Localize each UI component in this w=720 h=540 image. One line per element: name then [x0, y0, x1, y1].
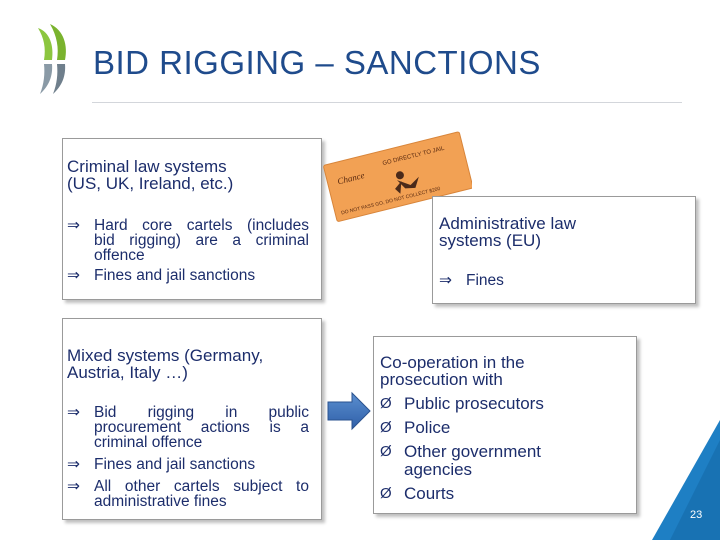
bullet-line: Fines and jail sanctions: [94, 267, 256, 284]
implies-arrow-icon: ⇒: [67, 217, 80, 234]
coop-item-line: Courts: [404, 484, 455, 503]
admin-bullet: ⇒ Fines: [439, 272, 679, 289]
implies-arrow-icon: ⇒: [67, 404, 80, 421]
bullet-line: bid rigging) are a criminal: [94, 232, 309, 249]
mixed-bullet: ⇒ Bid rigging in public procurement acti…: [67, 404, 309, 451]
bullet-line: Fines and jail sanctions: [94, 456, 256, 473]
mixed-bullet: ⇒ All other cartels subject to administr…: [67, 478, 309, 510]
coop-item: Ø Police: [380, 419, 630, 437]
criminal-law-box: Criminal law systems (US, UK, Ireland, e…: [62, 138, 322, 300]
bullet-line: criminal offence: [94, 434, 203, 451]
coop-heading-line: Co-operation in the: [380, 353, 525, 372]
arrow-bullet-icon: Ø: [380, 395, 392, 412]
arrow-bullet-icon: Ø: [380, 419, 392, 436]
coop-heading-line: prosecution with: [380, 370, 503, 389]
oecd-logo: [38, 24, 66, 94]
implies-arrow-icon: ⇒: [67, 267, 80, 284]
mixed-heading-line: Austria, Italy …): [67, 363, 188, 382]
coop-item-line: Police: [404, 418, 451, 437]
bullet-line: Bid rigging in public: [94, 404, 309, 421]
bullet-line: All other cartels subject to: [94, 478, 309, 495]
criminal-bullet: ⇒ Fines and jail sanctions: [67, 267, 309, 284]
arrow-bullet-icon: Ø: [380, 485, 392, 502]
coop-item-line: agencies: [404, 460, 473, 479]
implies-arrow-icon: ⇒: [439, 272, 452, 289]
mixed-systems-box: Mixed systems (Germany, Austria, Italy ……: [62, 318, 322, 520]
coop-item-line: Public prosecutors: [404, 394, 544, 413]
cooperation-box: Co-operation in the prosecution with Ø P…: [373, 336, 637, 514]
corner-triangle-decoration: [652, 420, 720, 540]
go-to-jail-card-image: Chance GO DIRECTLY TO JAIL DO NOT PASS G…: [323, 131, 472, 222]
title-divider: [92, 102, 682, 103]
right-arrow-icon: [327, 391, 371, 431]
coop-item: Ø Public prosecutors: [380, 395, 630, 413]
coop-item: Ø Other government agencies: [380, 443, 630, 479]
administrative-law-box: Administrative law systems (EU) ⇒ Fines: [432, 196, 696, 304]
arrow-bullet-icon: Ø: [380, 443, 392, 460]
coop-item: Ø Courts: [380, 485, 630, 503]
coop-item-line: Other government: [404, 442, 542, 461]
slide-title: BID RIGGING – SANCTIONS: [93, 44, 541, 81]
implies-arrow-icon: ⇒: [67, 478, 80, 495]
bullet-line: Hard core cartels (includes: [94, 217, 309, 234]
criminal-bullet: ⇒ Hard core cartels (includes bid riggin…: [67, 217, 309, 264]
mixed-heading-line: Mixed systems (Germany,: [67, 346, 264, 365]
implies-arrow-icon: ⇒: [67, 456, 80, 473]
criminal-heading-line: (US, UK, Ireland, etc.): [67, 174, 234, 193]
mixed-bullet: ⇒ Fines and jail sanctions: [67, 456, 309, 473]
page-number: 23: [690, 509, 703, 521]
bullet-line: Fines: [466, 272, 504, 289]
bullet-line: offence: [94, 247, 145, 264]
criminal-heading-line: Criminal law systems: [67, 157, 227, 176]
bullet-line: procurement actions is a: [94, 419, 309, 436]
admin-heading-line: Administrative law: [439, 214, 576, 233]
bullet-line: administrative fines: [94, 493, 227, 510]
admin-heading-line: systems (EU): [439, 231, 541, 250]
